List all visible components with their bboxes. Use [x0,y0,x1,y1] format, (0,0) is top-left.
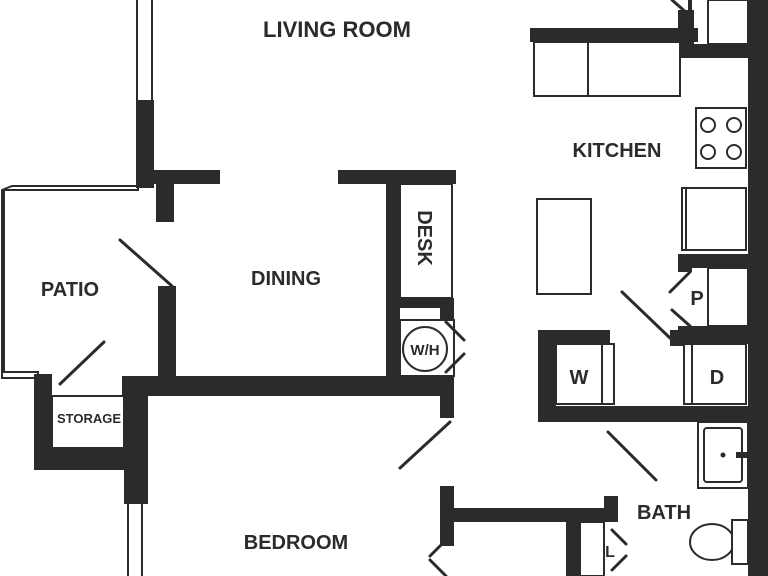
label-pantry: P [690,288,703,310]
top-door [670,0,690,16]
label-washer: W [570,367,589,389]
label-kitchen: KITCHEN [573,140,662,162]
label-dryer: D [710,367,724,389]
pantry-door-a [668,270,692,294]
walls [34,0,768,576]
label-bath: BATH [637,502,691,524]
patio-outline [1,185,139,379]
toilet [689,523,735,561]
fixtures [51,0,749,576]
label-storage: STORAGE [57,411,121,426]
bedroom-door [398,420,452,470]
linen-door-b [610,554,628,572]
linen-closet [579,521,605,576]
wh-door-a [444,320,466,342]
kitchen-counter [533,41,589,97]
linen-door-a [610,528,628,546]
bedroom-closet-door-b [428,558,448,576]
label-desk: DESK [413,210,435,266]
washer [555,343,603,405]
label-dining: DINING [251,268,321,290]
patio-door [118,238,174,288]
bedroom-closet-door-a [428,538,448,558]
bath-door [606,430,658,482]
label-patio: PATIO [41,279,99,301]
laundry-door [620,290,672,340]
kitchen-island [536,198,592,295]
storage-door [58,340,106,386]
label-living-room: LIVING ROOM [263,17,411,42]
wh-door-b [444,352,466,374]
doors [58,0,692,576]
room-labels: LIVING ROOM KITCHEN PATIO DINING DESK W/… [41,17,724,561]
stove [695,107,747,169]
pantry-door-b [670,308,692,328]
exterior-wall-right [748,0,768,576]
label-bedroom: BEDROOM [244,532,348,554]
refrigerator [681,187,747,251]
window-lines [127,0,153,576]
label-linen: L [605,544,615,561]
label-water-heater: W/H [410,342,439,359]
desk [399,183,453,299]
